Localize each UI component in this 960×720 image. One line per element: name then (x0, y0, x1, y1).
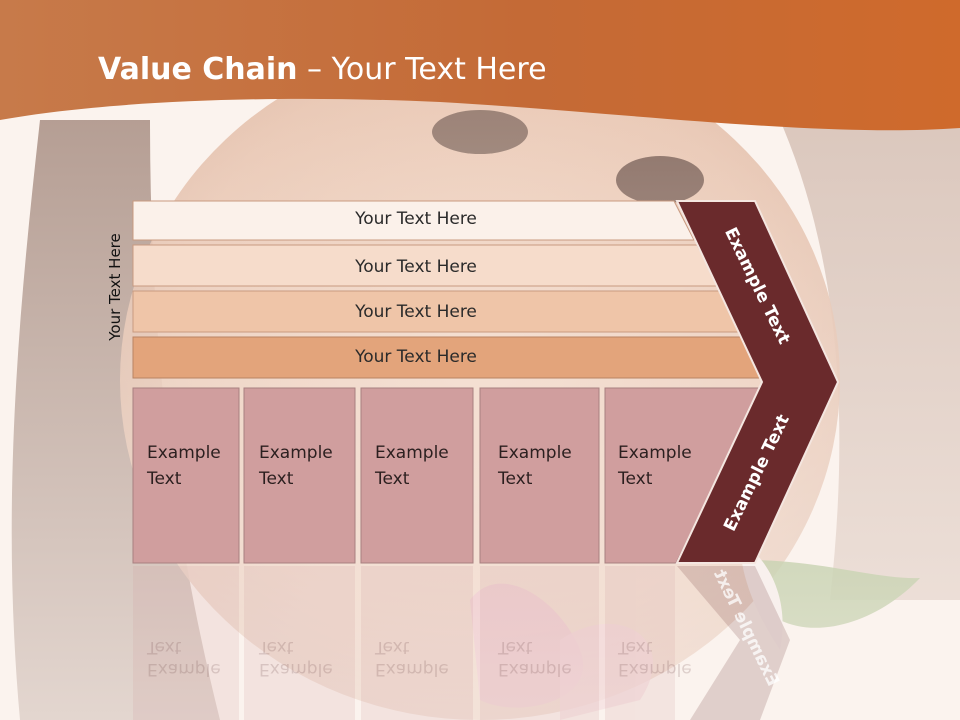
row-label-3: Your Text Here (355, 302, 477, 322)
slide-title: Value Chain – Your Text Here (98, 52, 547, 87)
column-label-1: Example Text (147, 440, 221, 492)
column-box-2 (243, 387, 356, 564)
chevron-arrow (675, 200, 840, 564)
row-bar-1 (132, 200, 695, 241)
column-label-3: Example Text (375, 440, 449, 492)
column-label-5-reflection: Example Text (618, 636, 692, 680)
chevron-reflection (677, 566, 790, 720)
row-label-4: Your Text Here (355, 347, 477, 367)
column-label-3-line1: Example (375, 443, 449, 463)
column-label-5-line1: Example (618, 443, 692, 463)
column-label-4-line2: Text (498, 469, 533, 489)
row-label-1: Your Text Here (355, 209, 477, 229)
column-label-3-reflection-line2: Text (375, 637, 410, 657)
column-box-1 (132, 387, 240, 564)
column-label-3-line2: Text (375, 469, 410, 489)
column-label-1-reflection-line1: Example (147, 659, 221, 679)
column-label-3-reflection-line1: Example (375, 659, 449, 679)
column-box-4 (479, 387, 600, 564)
column-label-1-line1: Example (147, 443, 221, 463)
column-label-5-line2: Text (618, 469, 653, 489)
column-label-4: Example Text (498, 440, 572, 492)
column-label-1-reflection-line2: Text (147, 637, 182, 657)
column-label-2-line2: Text (259, 469, 294, 489)
column-label-3-reflection: Example Text (375, 636, 449, 680)
column-label-5-reflection-line1: Example (618, 659, 692, 679)
title-rest: – Your Text Here (297, 52, 547, 87)
column-label-2-reflection: Example Text (259, 636, 333, 680)
column-box-3 (360, 387, 474, 564)
column-label-2: Example Text (259, 440, 333, 492)
column-label-1-line2: Text (147, 469, 182, 489)
column-label-4-line1: Example (498, 443, 572, 463)
title-bold: Value Chain (98, 52, 298, 87)
column-reflections (133, 566, 675, 720)
column-label-5: Example Text (618, 440, 692, 492)
column-label-4-reflection: Example Text (498, 636, 572, 680)
column-label-1-reflection: Example Text (147, 636, 221, 680)
column-label-4-reflection-line2: Text (498, 637, 533, 657)
column-label-5-reflection-line2: Text (618, 637, 653, 657)
column-label-2-reflection-line2: Text (259, 637, 294, 657)
column-label-4-reflection-line1: Example (498, 659, 572, 679)
column-label-2-reflection-line1: Example (259, 659, 333, 679)
header-band (0, 0, 960, 131)
column-label-2-line1: Example (259, 443, 333, 463)
row-label-2: Your Text Here (355, 257, 477, 277)
